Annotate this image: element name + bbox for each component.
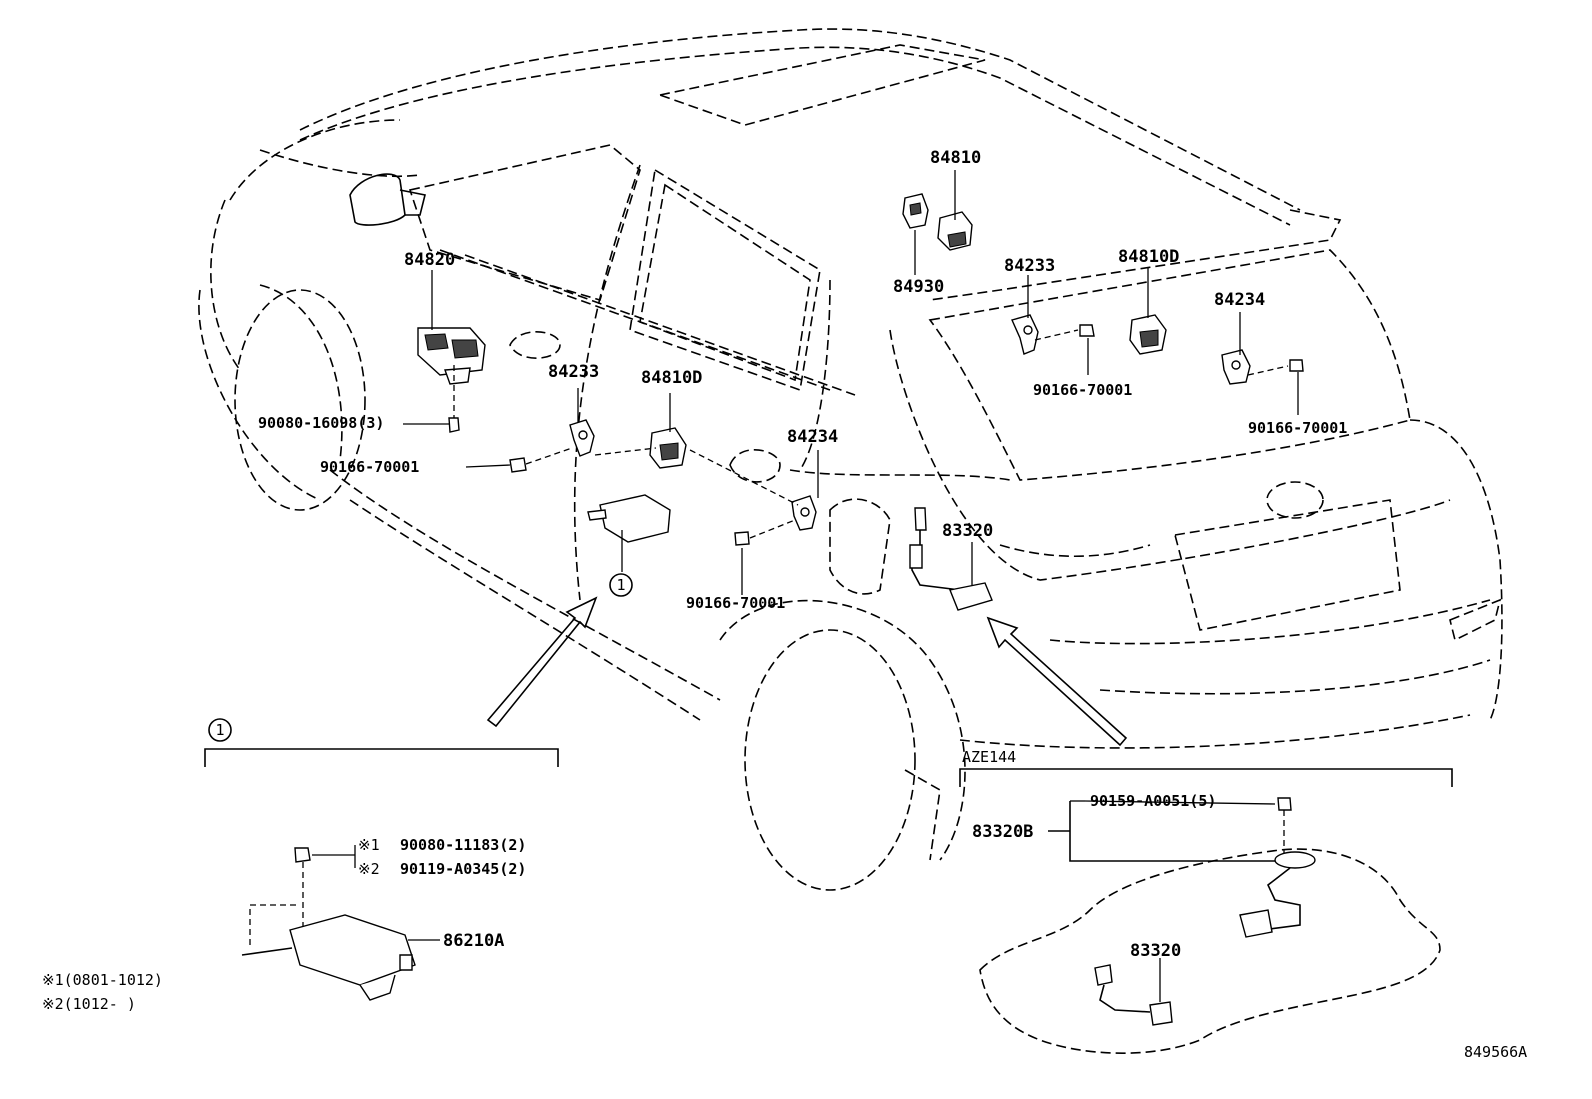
legend-note1: ※1(0801-1012) — [42, 971, 163, 989]
label-83320-inset: 83320 — [1130, 941, 1181, 961]
label-83320B: 83320B — [972, 822, 1033, 842]
callout-1-text: 1 — [616, 576, 625, 594]
label-84234-mid: 84234 — [787, 427, 838, 447]
figure-id: 849566A — [1464, 1043, 1527, 1061]
label-90166-c: 90166-70001 — [320, 458, 419, 476]
striker-84234-mid-icon — [791, 495, 817, 531]
leader-lines — [403, 170, 1299, 595]
fuel-sender-83320-icon — [909, 507, 993, 611]
inset-left-marker: 1 — [215, 721, 224, 739]
label-84810D-mid: 84810D — [641, 368, 702, 388]
screw-90080-icon — [448, 417, 460, 433]
striker-84233-top-icon — [1011, 314, 1039, 355]
switch-84930-icon — [902, 193, 929, 229]
label-84810D-top: 84810D — [1118, 247, 1179, 267]
inset-right: AZE144 90159-A0051(5) 83320B 83320 — [959, 748, 1453, 1054]
bolt-90166-b-icon — [1289, 359, 1304, 372]
callout-1-marker: 1 — [609, 573, 633, 597]
view-arrow-left — [486, 596, 598, 728]
label-83320: 83320 — [942, 521, 993, 541]
bolt-90166-a-icon — [1079, 324, 1095, 337]
power-window-switch-84820-icon — [417, 327, 486, 385]
door-lock-84810D-top-icon — [1129, 314, 1167, 355]
label-84810: 84810 — [930, 148, 981, 168]
view-arrow-right — [986, 616, 1128, 747]
label-90159-A0051: 90159-A0051(5) — [1090, 792, 1216, 810]
label-90080-16098: 90080-16098(3) — [258, 414, 384, 432]
door-lock-84810D-mid-icon — [649, 427, 687, 469]
legend-note2: ※2(1012- ) — [42, 995, 136, 1013]
inset-right-title: AZE144 — [962, 748, 1016, 766]
label-90166-a: 90166-70001 — [1033, 381, 1132, 399]
note1-mark: ※1 — [358, 836, 380, 854]
label-90166-d: 90166-70001 — [686, 594, 785, 612]
label-84233-top: 84233 — [1004, 256, 1055, 276]
bolt-90166-c-icon — [509, 457, 527, 473]
control-module-icon — [587, 494, 671, 543]
door-lock-84810-icon — [937, 211, 973, 251]
striker-84233-mid-icon — [569, 419, 595, 457]
label-84234-top: 84234 — [1214, 290, 1265, 310]
note2-part: 90119-A0345(2) — [400, 860, 526, 878]
vehicle-body — [198, 28, 1503, 891]
note2-mark: ※2 — [358, 860, 380, 878]
label-90166-b: 90166-70001 — [1248, 419, 1347, 437]
striker-84234-top-icon — [1221, 349, 1251, 385]
label-84930: 84930 — [893, 277, 944, 297]
label-84233-mid: 84233 — [548, 362, 599, 382]
note1-part: 90080-11183(2) — [400, 836, 526, 854]
inset-left: 1 ※1 90080-11183(2) ※2 90119-A0345(2) 86… — [42, 718, 559, 1013]
label-86210A: 86210A — [443, 931, 504, 951]
label-84820: 84820 — [404, 250, 455, 270]
bolt-90166-d-icon — [734, 531, 750, 546]
